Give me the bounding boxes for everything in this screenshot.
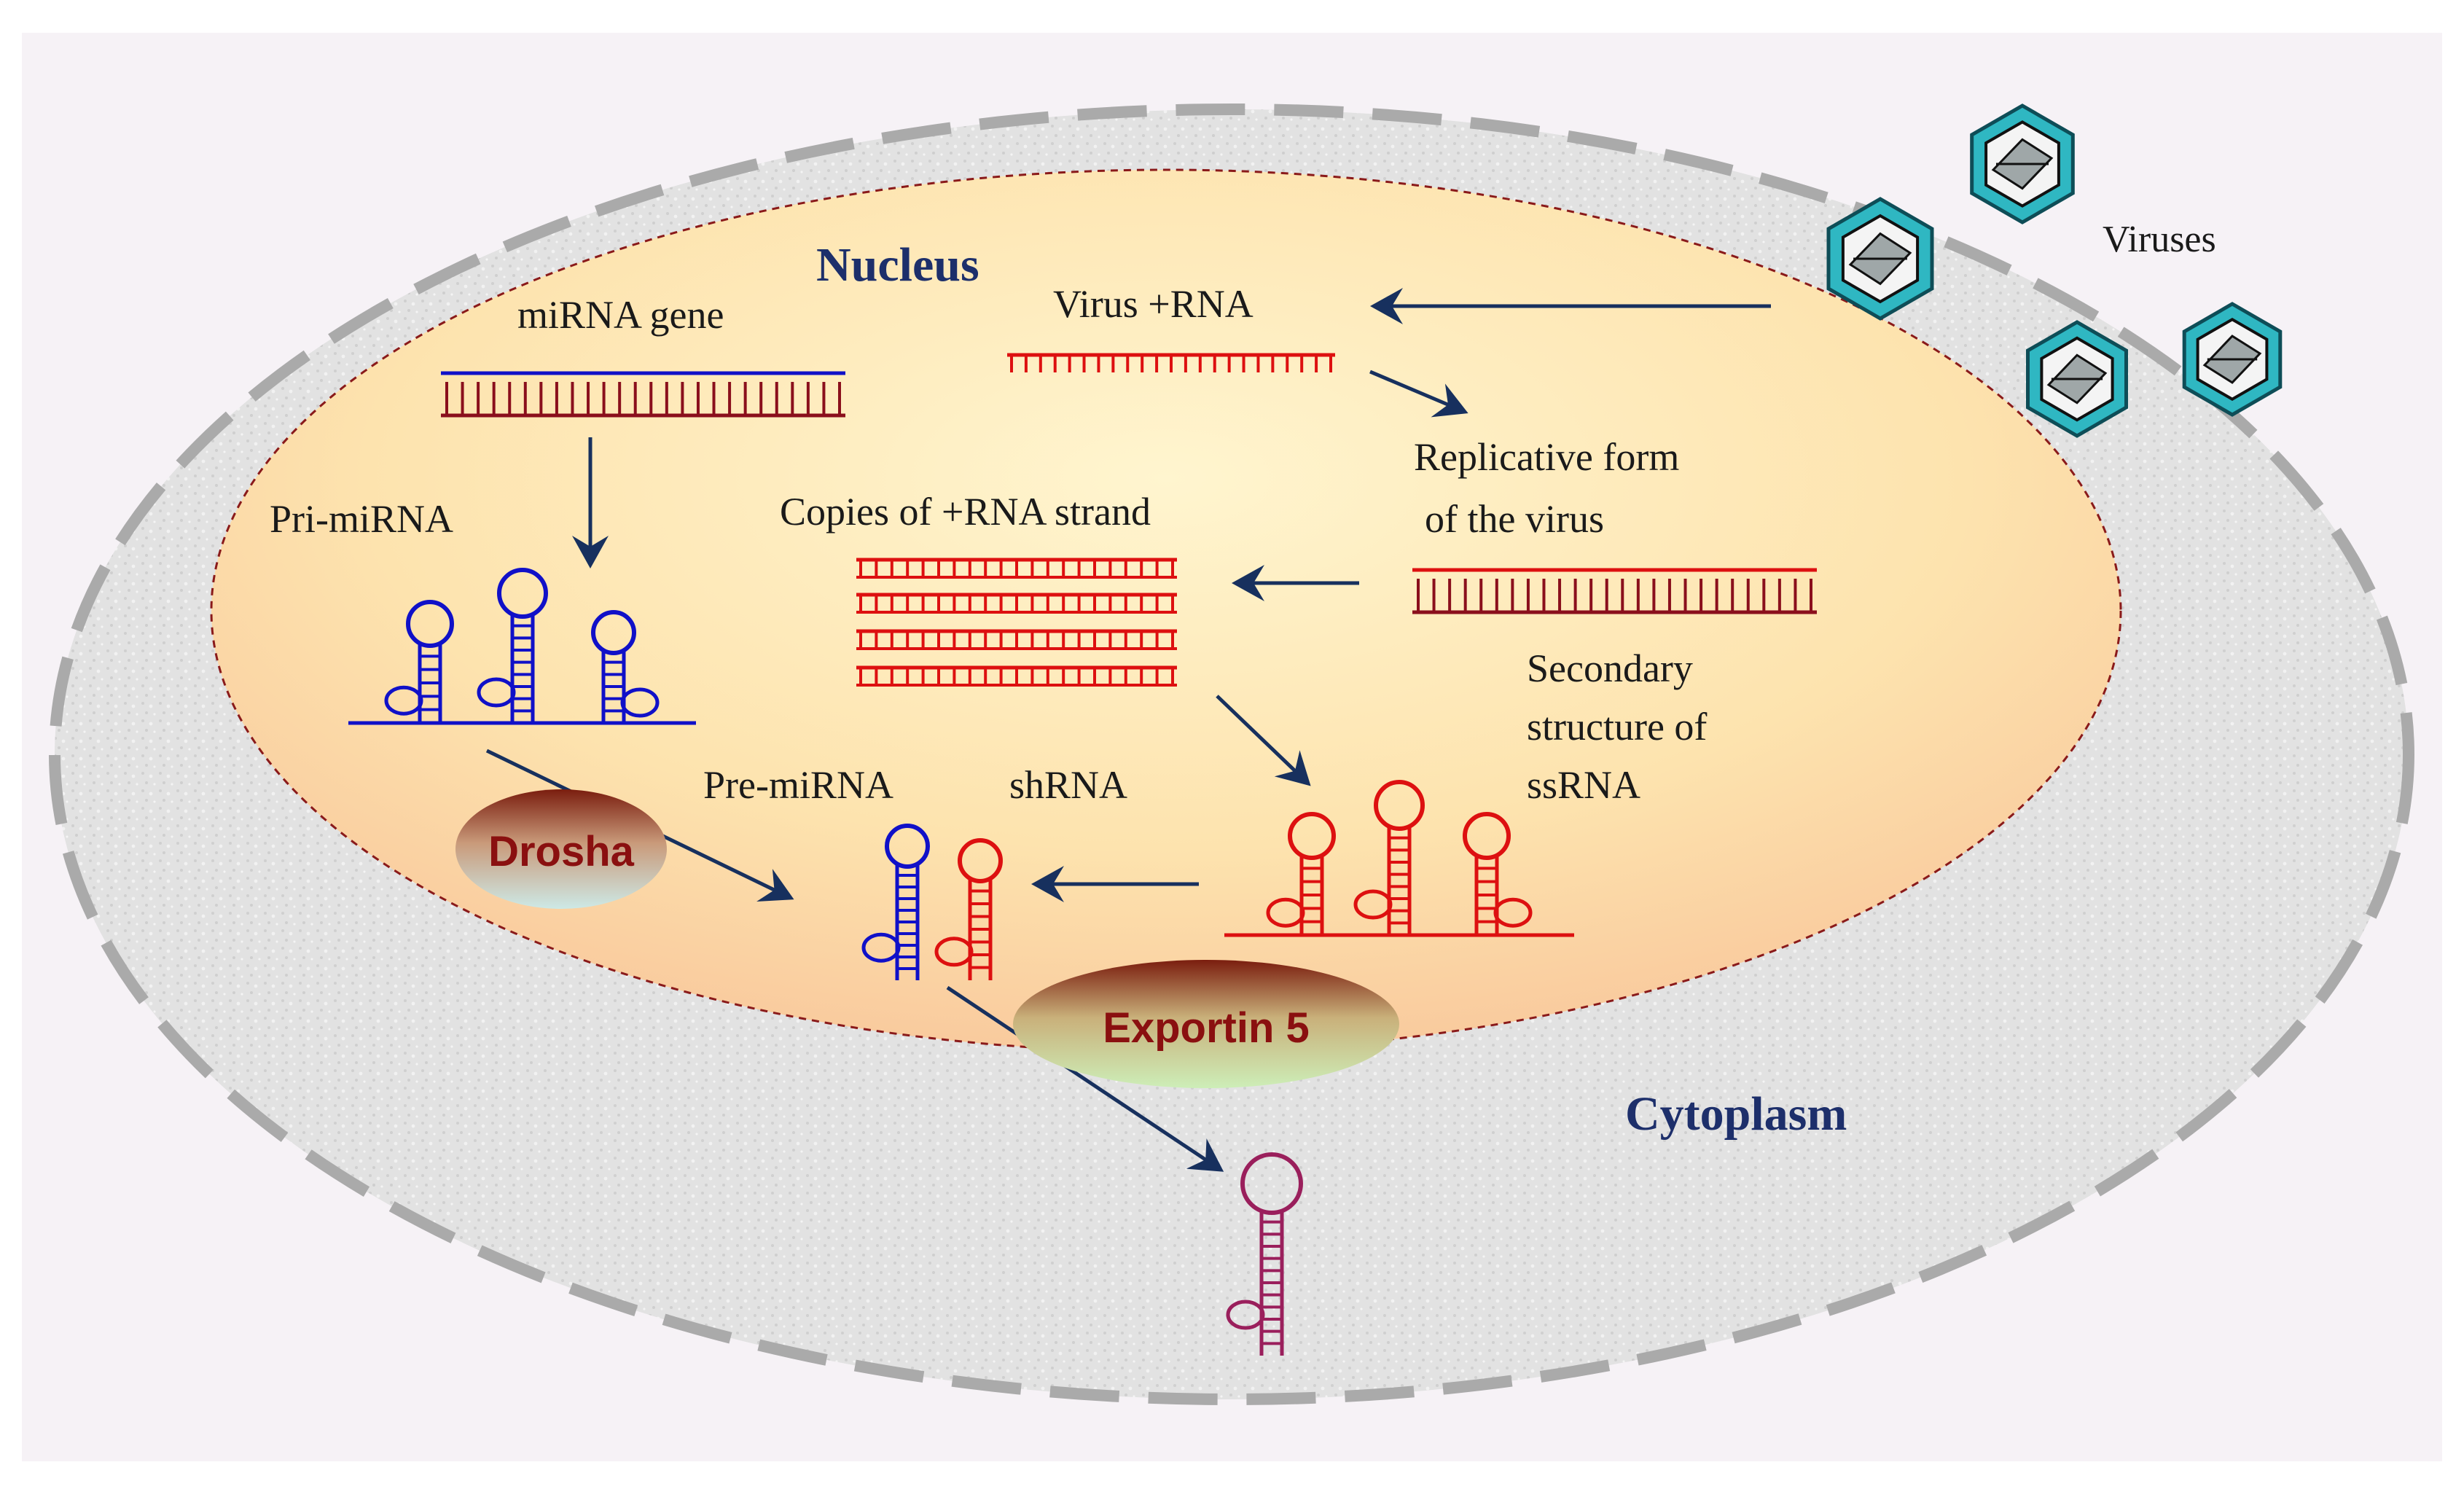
secondary-structure-label-3: ssRNA — [1527, 763, 1640, 807]
ssrna-hairpin-2-bulge — [1353, 889, 1393, 920]
pre-mirna-hairpin-bulge — [861, 932, 901, 963]
pre-mirna-hairpin-loop — [885, 824, 930, 869]
mature-hairpin-bulge — [1226, 1300, 1265, 1330]
pri-mirna-hairpin-1 — [384, 600, 454, 723]
export-arrow — [946, 985, 1224, 1172]
pri-mirna-hairpin-2-bulge — [477, 677, 516, 708]
mirna-gene-strand — [441, 371, 845, 418]
drosha-enzyme — [455, 789, 667, 909]
ssrna-hairpin-1 — [1266, 812, 1336, 935]
shrna-hairpin — [934, 838, 1003, 980]
ssrna-hairpin-1-bulge — [1266, 897, 1305, 928]
cytoplasm-label: Cytoplasm — [1625, 1087, 1847, 1141]
virus-rna-label: Virus +RNA — [1053, 282, 1253, 326]
pri-mirna-hairpin-2 — [477, 568, 548, 723]
mirna-gene — [441, 371, 845, 418]
ssrna-hairpin-2 — [1353, 780, 1425, 935]
pri-mirna-hairpin-3-bulge — [620, 687, 660, 718]
secondary-structure-label-2: structure of — [1527, 705, 1707, 749]
replicative-form — [1412, 568, 1817, 614]
ssrna-hairpin-2-loop — [1374, 780, 1425, 831]
pri-mirna-structure — [348, 568, 696, 725]
drosha-label: Drosha — [488, 828, 635, 875]
secondary-structure-label-1: Secondary — [1527, 646, 1693, 690]
exported-hairpin — [1226, 1152, 1303, 1356]
exportin-5-label: Exportin 5 — [1103, 1004, 1310, 1052]
mature-hairpin — [1226, 1152, 1303, 1356]
mirna-gene-label: miRNA gene — [517, 293, 724, 337]
ssrna-hairpin-3-loop — [1463, 812, 1511, 860]
nucleus-label: Nucleus — [816, 238, 979, 292]
pri-mirna-label: Pri-miRNA — [270, 497, 453, 541]
replicative-form-strand — [1412, 568, 1817, 614]
ssrna-hairpin-1-loop — [1288, 812, 1336, 860]
replicative-form-label-1: Replicative form — [1414, 435, 1679, 479]
pri-mirna-hairpin-3-loop — [591, 610, 636, 655]
shrna-label: shRNA — [1009, 763, 1127, 807]
shrna-hairpin-bulge — [934, 937, 974, 967]
virus-particle — [2182, 302, 2283, 417]
rna-copy-4 — [856, 665, 1177, 685]
virus-particle — [1970, 103, 2075, 224]
cell-membrane — [49, 103, 2414, 1405]
rna-copy-1 — [856, 558, 1177, 577]
copies-to-ssrna-arrow — [1216, 695, 1311, 786]
ssrna-secondary-structure — [1224, 780, 1574, 937]
virus-particle — [1826, 197, 1934, 321]
pre-mirna-hairpin — [861, 824, 930, 980]
rna-copy-2 — [856, 593, 1177, 612]
pre-mirna-and-shrna-hairpins — [861, 824, 1003, 980]
ssrna-hairpin-3 — [1463, 812, 1533, 935]
virus-particle — [2026, 320, 2128, 438]
pre-mirna-label: Pre-miRNA — [703, 763, 893, 807]
copies-label: Copies of +RNA strand — [780, 490, 1151, 534]
ssrna-hairpin-3-bulge — [1493, 897, 1533, 928]
rna-copy-3 — [856, 629, 1177, 649]
virus-rna — [1007, 353, 1335, 372]
pri-mirna-hairpin-1-loop — [406, 600, 454, 648]
pri-mirna-hairpin-2-loop — [497, 568, 548, 619]
viruses-label: Viruses — [2103, 219, 2216, 260]
virus-to-replicative-arrow — [1369, 370, 1468, 418]
rna-copies-strands — [856, 558, 1177, 687]
mature-hairpin-loop — [1240, 1152, 1303, 1215]
exportin-5-protein — [1013, 960, 1399, 1088]
replicative-form-label-2: of the virus — [1425, 497, 1604, 541]
pri-mirna-hairpin-3 — [591, 610, 660, 723]
pri-mirna-hairpin-1-bulge — [384, 685, 423, 716]
virus-rna-strand — [1007, 353, 1335, 372]
shrna-hairpin-loop — [958, 838, 1003, 883]
virus-group — [1826, 103, 2283, 438]
